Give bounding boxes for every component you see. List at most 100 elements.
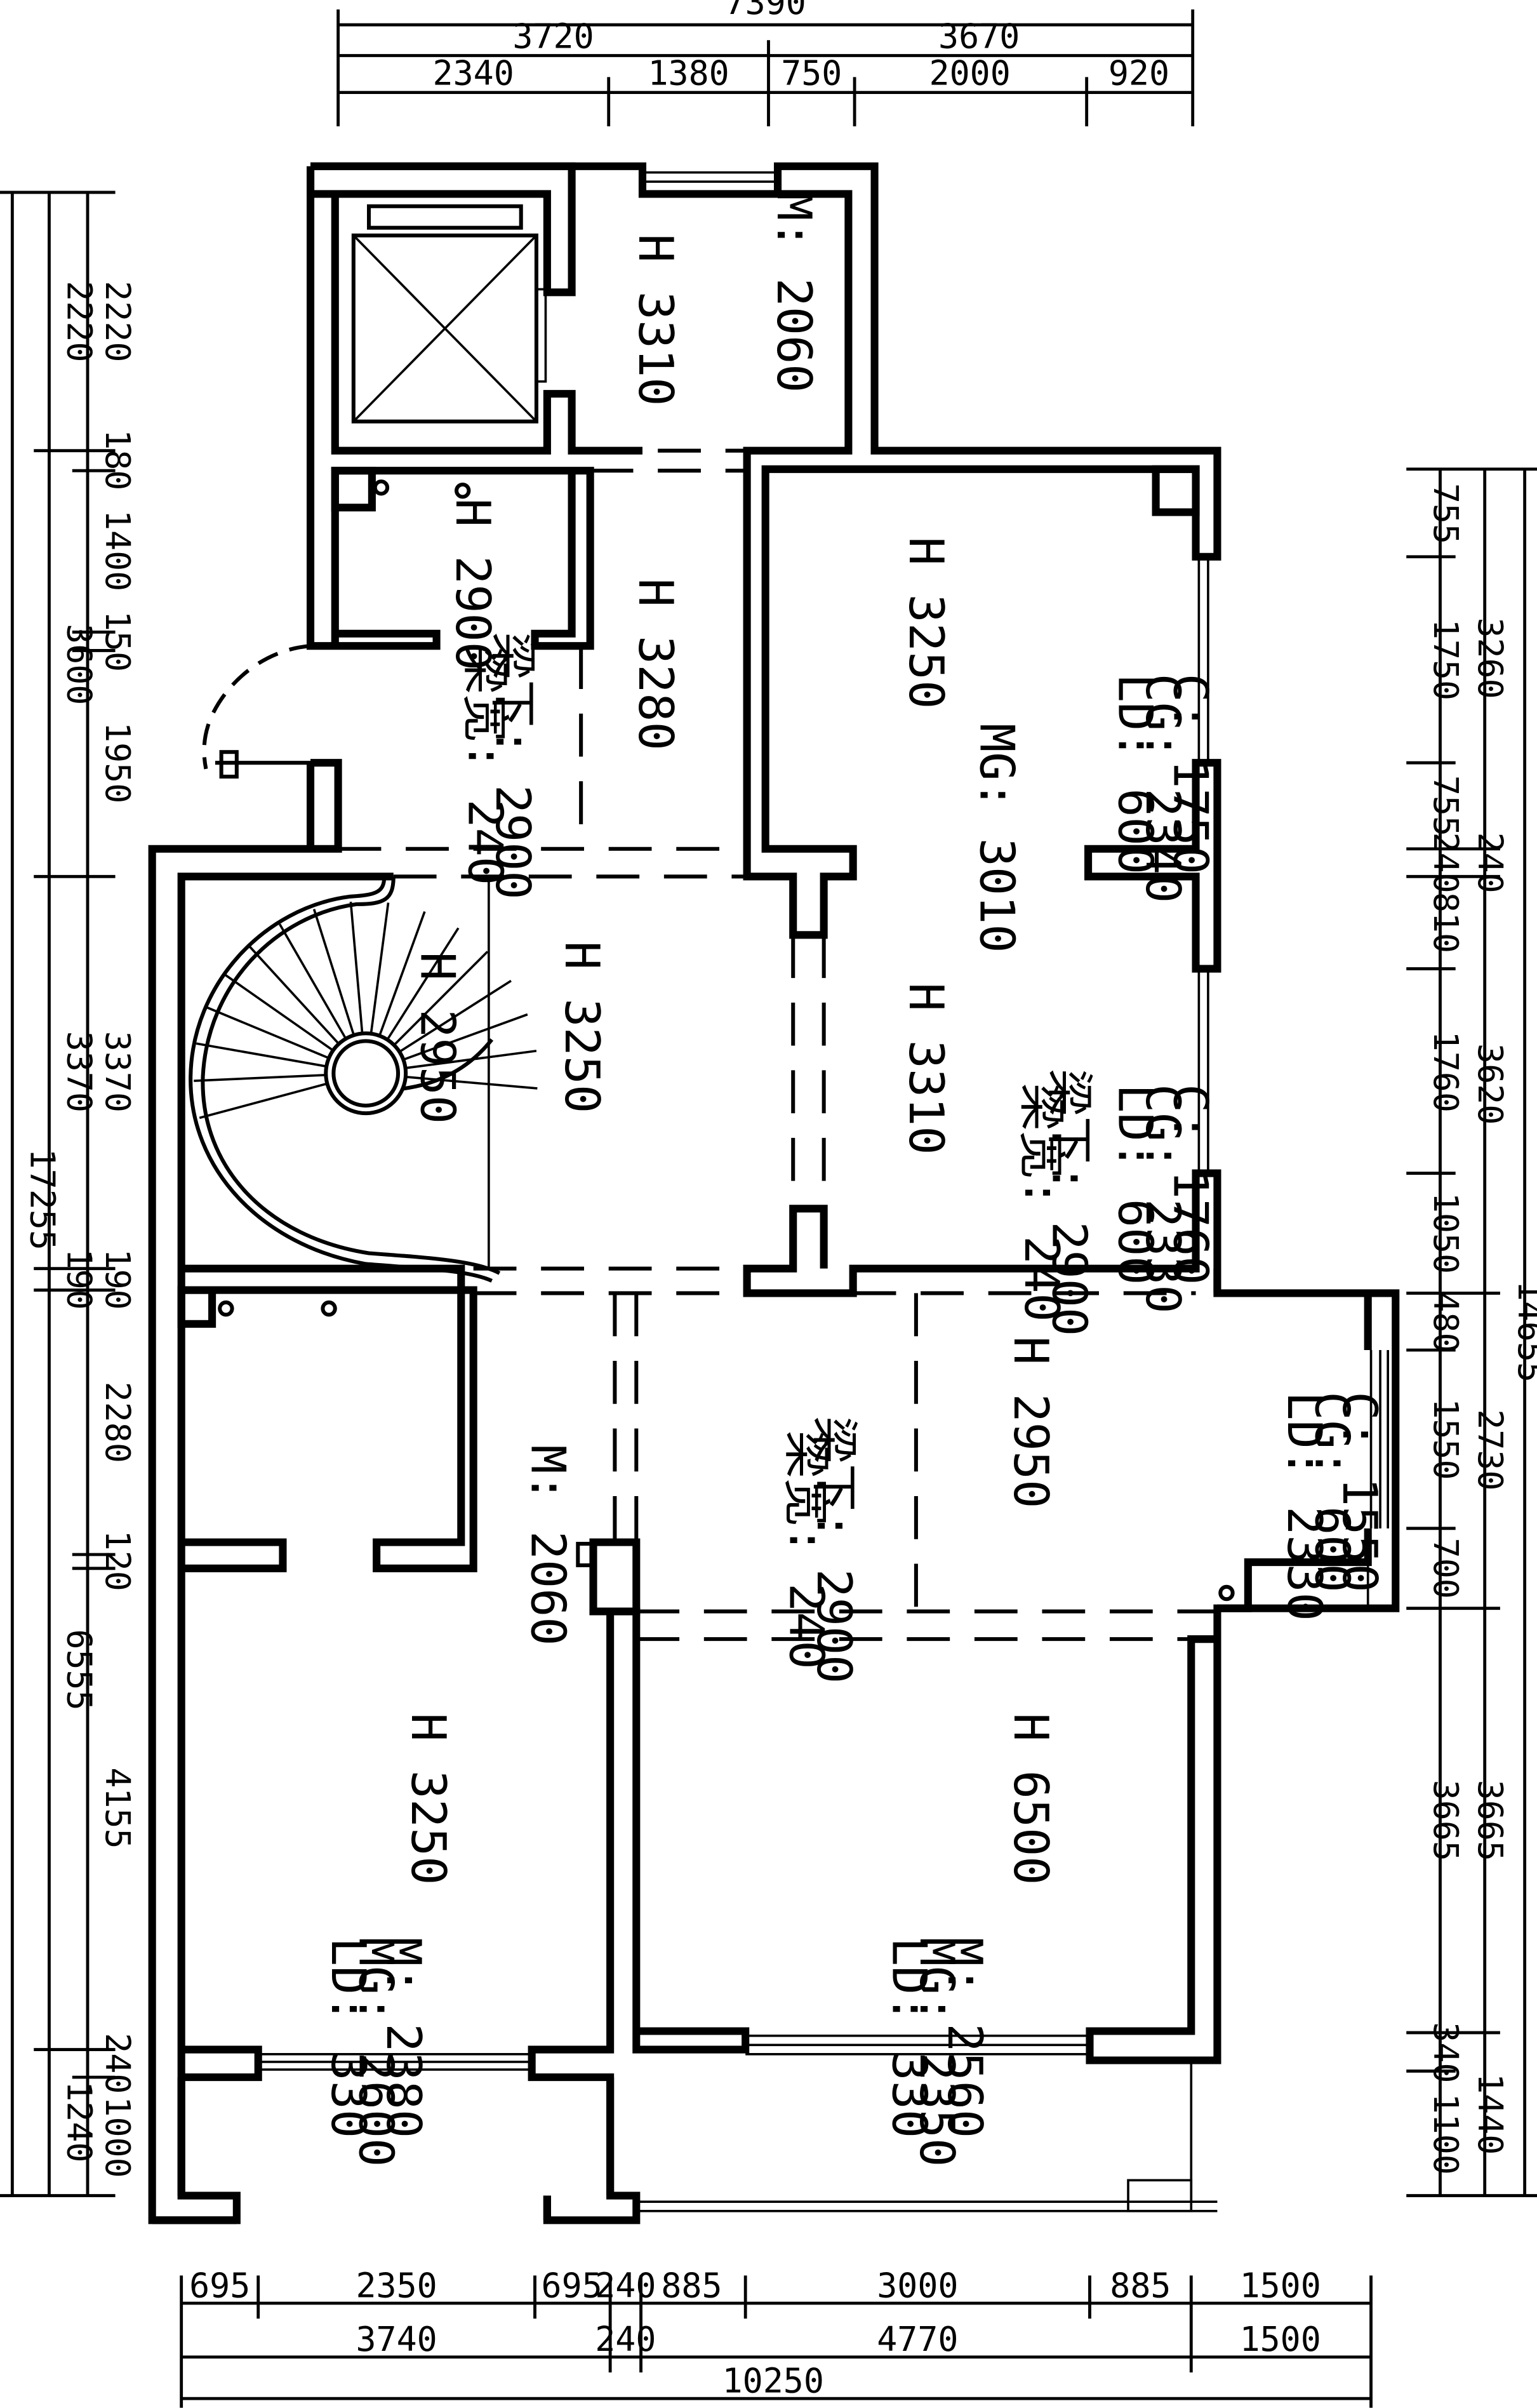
dim-left-mid: 1240 bbox=[60, 2081, 99, 2162]
right-dimension-labels: 14655 3260 240 3620 2730 3665 1440 755 1… bbox=[1426, 483, 1537, 2175]
dim-top-total: 7390 bbox=[725, 0, 806, 22]
stair-tread bbox=[196, 1042, 327, 1068]
dim-right-mid: 2730 bbox=[1470, 1409, 1510, 1490]
dim-top-mid: 3720 bbox=[512, 17, 594, 56]
outer-wall bbox=[310, 162, 1221, 939]
door-swing bbox=[202, 644, 311, 770]
shaft-box bbox=[331, 467, 376, 512]
room-labels: H 3310 M: 2060 H 2900 H 3280 梁下: 2900 梁宽… bbox=[321, 192, 1388, 2167]
label-door: M: 2380 bbox=[376, 1937, 432, 2138]
label-window: CG: 2330 bbox=[1135, 1084, 1191, 1313]
label-window: C: 1750 bbox=[1163, 674, 1219, 874]
dim-left-mid: 3600 bbox=[60, 624, 99, 705]
dim-top-detail: 2340 bbox=[433, 54, 514, 93]
stair-tread bbox=[279, 923, 347, 1040]
dim-left-detail: 190 bbox=[98, 1249, 137, 1310]
dim-top-detail: 920 bbox=[1108, 54, 1169, 93]
label-door: MG: 2600 bbox=[349, 1937, 404, 2167]
dim-bottom-detail: 1500 bbox=[1240, 2266, 1321, 2305]
shaft-box bbox=[1152, 465, 1200, 516]
dim-bottom-detail: 695 bbox=[189, 2266, 250, 2305]
label-room-lower-left: H 3250 bbox=[401, 1713, 456, 1885]
windows bbox=[258, 171, 1389, 2212]
dim-bottom-detail: 885 bbox=[661, 2266, 722, 2305]
label-window: LD: 2330 bbox=[1277, 1391, 1333, 1621]
bottom-dimensions: 695 2350 695 240 885 3000 885 1500 3740 … bbox=[180, 2266, 1373, 2408]
stair-treads bbox=[194, 901, 538, 1120]
label-elevator-door: M: 2060 bbox=[766, 192, 822, 392]
stair-tread bbox=[312, 909, 356, 1036]
label-door: LD: 330 bbox=[882, 1937, 938, 2138]
dim-bottom-mid: 1500 bbox=[1240, 2320, 1321, 2359]
stair-tread bbox=[403, 1013, 528, 1061]
dim-right-detail: 1750 bbox=[1426, 619, 1465, 700]
label-door: MG: 2350 bbox=[909, 1937, 965, 2167]
dim-bottom-mid: 3740 bbox=[356, 2320, 437, 2359]
label-bay: H 2950 bbox=[1003, 1336, 1059, 1508]
label-window: C: 1760 bbox=[1163, 1084, 1219, 1285]
dim-left-detail: 120 bbox=[98, 1530, 137, 1591]
dim-bottom-detail: 2350 bbox=[356, 2266, 437, 2305]
walls bbox=[148, 162, 1400, 2224]
dim-bottom-detail: 3000 bbox=[877, 2266, 958, 2305]
label-beam: 梁宽: 240 bbox=[778, 1431, 834, 1669]
stair-tread bbox=[369, 902, 390, 1034]
stair-tread bbox=[349, 901, 364, 1034]
label-room-right-mid: H 3310 bbox=[898, 982, 954, 1154]
dim-right-detail: 700 bbox=[1426, 1538, 1465, 1599]
dim-right-detail: 1100 bbox=[1426, 2094, 1465, 2175]
label-door: M: 2560 bbox=[937, 1937, 993, 2138]
dim-left-detail: 2220 bbox=[98, 281, 137, 362]
label-beam: 梁下: 2900 bbox=[1041, 1069, 1097, 1336]
dim-right-mid: 3260 bbox=[1470, 617, 1510, 699]
stair-tread bbox=[224, 973, 334, 1052]
label-window: CG: 600 bbox=[1304, 1391, 1360, 1592]
dim-top-detail: 2000 bbox=[929, 54, 1011, 93]
fixtures bbox=[218, 479, 1235, 1602]
label-window: C: 1550 bbox=[1332, 1391, 1388, 1592]
label-door: M: 2060 bbox=[521, 1445, 576, 1645]
dim-bottom-mid: 240 bbox=[595, 2320, 656, 2359]
dim-right-detail: 755 bbox=[1426, 483, 1465, 544]
dim-right-mid: 3620 bbox=[1470, 1043, 1510, 1125]
dim-bottom-detail: 240 bbox=[595, 2266, 656, 2305]
dim-left-mid: 2220 bbox=[60, 281, 99, 362]
stair-tread bbox=[399, 979, 512, 1053]
label-room-lower-right: H 6500 bbox=[1003, 1713, 1059, 1885]
dim-right-mid: 3665 bbox=[1470, 1780, 1510, 1861]
right-dimensions bbox=[1406, 467, 1537, 2197]
dim-left-detail: 1400 bbox=[98, 510, 137, 591]
dim-left-detail: 240 bbox=[98, 2033, 137, 2094]
pipe-circle bbox=[455, 482, 471, 499]
dim-left-mid: 6555 bbox=[60, 1629, 99, 1710]
dim-right-detail: 755 bbox=[1426, 775, 1465, 836]
dim-bottom-detail: 885 bbox=[1110, 2266, 1171, 2305]
dim-left-mid: 190 bbox=[60, 1249, 99, 1310]
dim-right-detail: 240 bbox=[1426, 832, 1465, 893]
label-elevator-hall: H 3310 bbox=[628, 234, 684, 406]
stair-tread bbox=[405, 1075, 538, 1090]
left-dimension-labels: 17255 2220 3600 3370 190 6555 1240 2220 … bbox=[22, 281, 137, 2177]
dim-top-detail: 750 bbox=[781, 54, 842, 93]
pipe-circle bbox=[321, 1300, 337, 1317]
pipe-circle bbox=[373, 479, 390, 496]
spiral-stair bbox=[189, 876, 538, 1283]
label-beam: 梁下: 2900 bbox=[485, 632, 541, 899]
pipe-circle bbox=[218, 1300, 234, 1317]
stair-tread bbox=[378, 911, 426, 1036]
dim-left-mid: 3370 bbox=[60, 1031, 99, 1113]
dim-left-total: 17255 bbox=[22, 1149, 62, 1250]
dim-right-detail: 1550 bbox=[1426, 1398, 1465, 1480]
dim-right-detail: 480 bbox=[1426, 1292, 1465, 1353]
dim-right-detail: 340 bbox=[1426, 2022, 1465, 2083]
dim-left-detail: 150 bbox=[98, 611, 137, 672]
dim-top-mid: 3670 bbox=[938, 17, 1020, 56]
label-window: LD: 600 bbox=[1107, 674, 1163, 874]
stair-tread bbox=[199, 1082, 328, 1120]
dim-left-detail: 4155 bbox=[98, 1767, 137, 1849]
dim-right-detail: 1050 bbox=[1426, 1193, 1465, 1274]
label-door: LD: 330 bbox=[321, 1937, 376, 2138]
dim-right-detail: 810 bbox=[1426, 892, 1465, 953]
pipe-circle bbox=[1218, 1584, 1235, 1602]
